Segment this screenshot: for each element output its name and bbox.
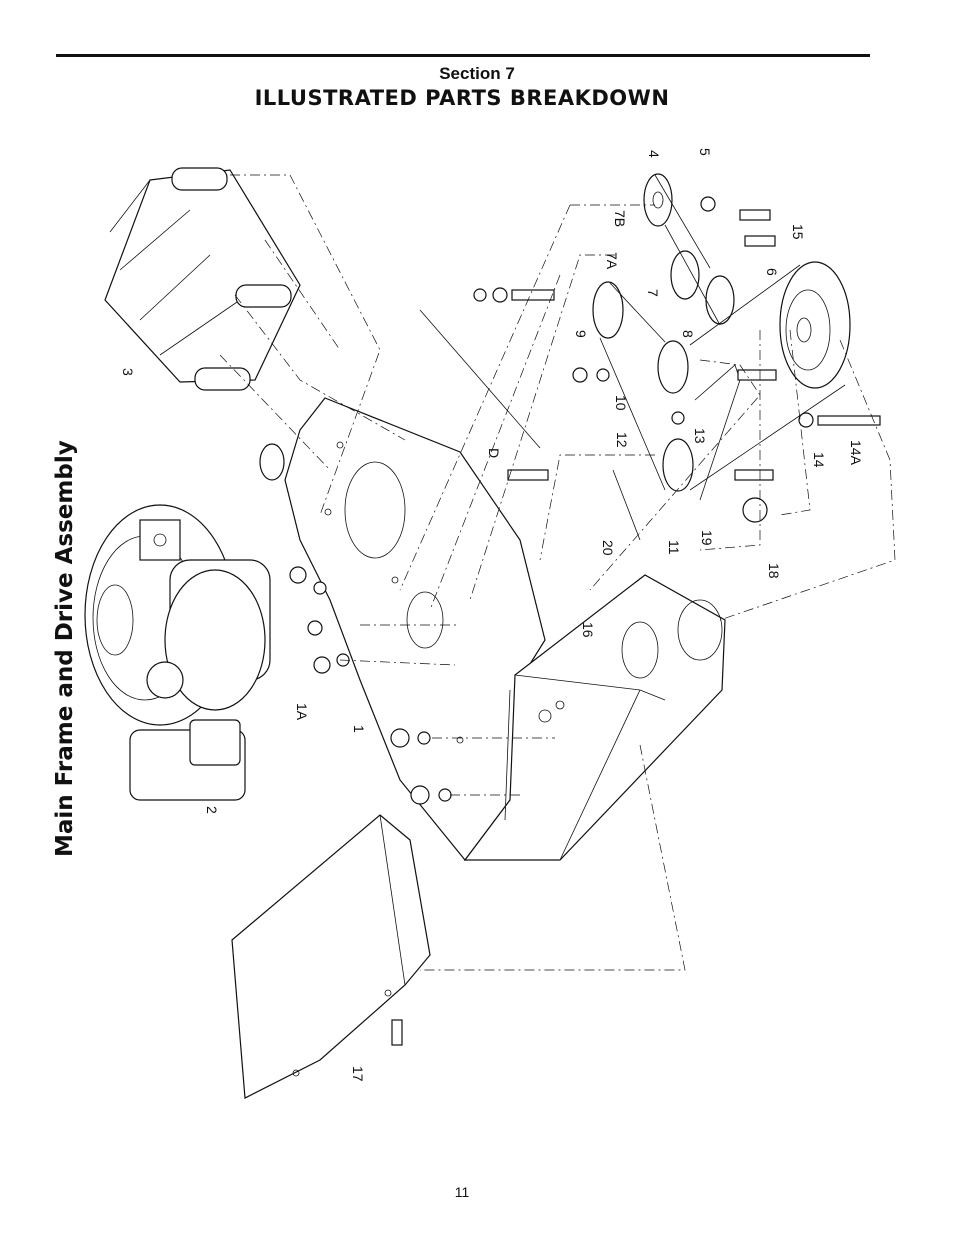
callout-13: 13 xyxy=(692,428,708,444)
drive-tray xyxy=(463,574,726,861)
callout-d: D xyxy=(486,448,502,458)
callout-19: 16 xyxy=(580,622,596,638)
main-frame-plate xyxy=(259,397,546,861)
callout-6: 6 xyxy=(764,268,780,276)
callout-15: 15 xyxy=(790,224,806,240)
section-title: ILLUSTRATED PARTS BREAKDOWN xyxy=(254,86,670,110)
callout-9: 9 xyxy=(573,330,589,338)
top-rule xyxy=(56,54,870,57)
callout-18: 20 xyxy=(600,540,616,556)
callout-8: 8 xyxy=(680,330,696,338)
engine-assembly xyxy=(84,504,271,801)
callout-16: 18 xyxy=(766,563,782,579)
callout-1a: 1A xyxy=(294,703,310,721)
callout-5: 5 xyxy=(697,148,713,156)
callout-20: 17 xyxy=(350,1066,366,1082)
fasteners xyxy=(289,196,881,805)
callout-12: 12 xyxy=(614,432,630,448)
callout-14: 14 xyxy=(811,452,827,468)
callout-7a: 7A xyxy=(604,252,620,270)
callout-11: 11 xyxy=(666,540,682,555)
section-label: Section 7 xyxy=(439,64,515,83)
housing-assembly xyxy=(104,167,301,391)
callout-10: 10 xyxy=(613,395,629,411)
callout-4: 4 xyxy=(646,150,662,158)
callout-labels: 4 5 7B 7A 7 6 15 8 9 10 12 13 D 14 14A 1… xyxy=(120,148,864,1082)
callout-7: 7 xyxy=(645,289,661,297)
callout-1: 1 xyxy=(351,725,367,733)
page-number: 11 xyxy=(454,1184,470,1200)
pulley-belt-system xyxy=(592,173,851,523)
callout-2: 2 xyxy=(204,806,220,814)
callout-17: 19 xyxy=(699,530,715,546)
callout-7b: 7B xyxy=(612,210,628,227)
leader-lines xyxy=(219,174,896,971)
callout-14a: 14A xyxy=(848,440,864,466)
shield-panel xyxy=(231,814,431,1099)
callout-3: 3 xyxy=(120,368,136,376)
